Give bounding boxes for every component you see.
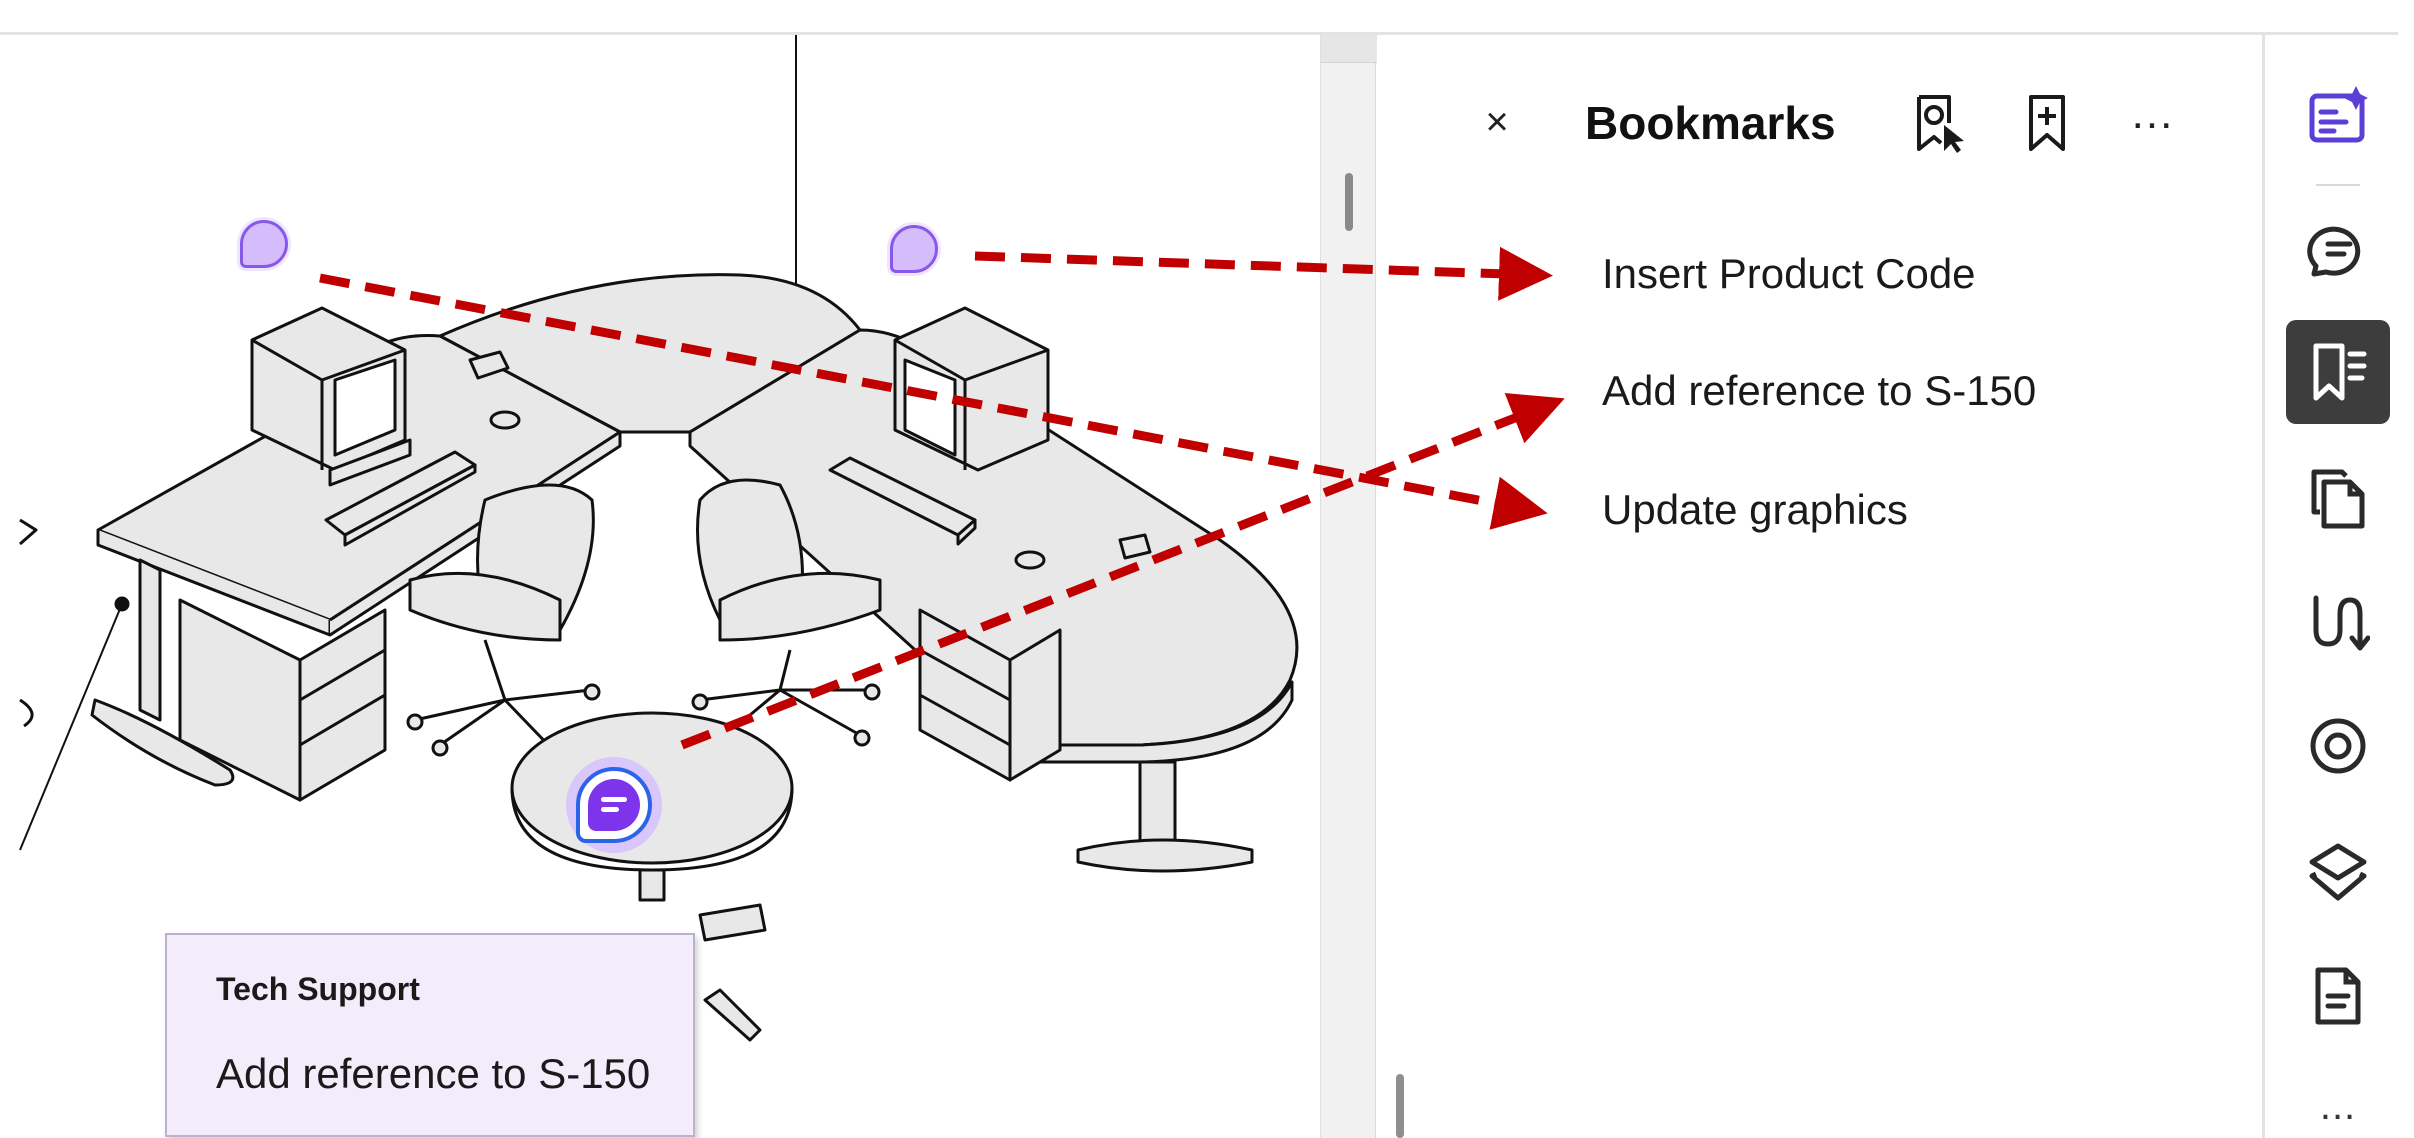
panel-scrollbar-thumb[interactable] — [1396, 1074, 1404, 1138]
tool-rail — [2265, 35, 2398, 1138]
layers-icon — [2309, 843, 2367, 901]
document-scrollbar[interactable] — [1320, 35, 1377, 1138]
add-bookmark-button[interactable] — [2012, 88, 2082, 158]
rail-comments-button[interactable] — [2286, 196, 2390, 300]
top-divider — [0, 32, 2398, 35]
ai-assistant-icon — [2309, 86, 2368, 143]
panel-more-options-button[interactable]: ... — [2131, 89, 2175, 138]
bookmarks-panel — [1377, 35, 2262, 1138]
comment-pin[interactable] — [240, 220, 288, 268]
rail-divider — [2262, 35, 2265, 1138]
rail-separator — [2316, 184, 2360, 186]
bookmark-add-icon — [2029, 95, 2065, 151]
bookmark-cursor-icon — [1917, 95, 1964, 153]
rail-bookmarks-button[interactable] — [2286, 320, 2390, 424]
comment-icon — [588, 779, 640, 831]
comment-pin[interactable] — [890, 225, 938, 273]
close-panel-button[interactable]: × — [1485, 99, 1509, 144]
panel-title: Bookmarks — [1585, 97, 1836, 149]
comment-popup[interactable]: Tech Support Add reference to S-150 — [165, 933, 695, 1137]
comment-selection-ring — [576, 767, 652, 843]
document-icon — [2315, 967, 2361, 1025]
rail-layers-button[interactable] — [2286, 820, 2390, 924]
comments-icon — [2307, 226, 2361, 277]
bookmark-item[interactable]: Insert Product Code — [1602, 250, 1976, 297]
scrollbar-corner — [1321, 35, 1377, 63]
rail-document-button[interactable] — [2286, 944, 2390, 1048]
pages-icon — [2311, 469, 2365, 529]
document-canvas[interactable]: Tech Support Add reference to S-150 — [0, 35, 1320, 1138]
stamp-icon — [2310, 718, 2366, 774]
rail-pages-button[interactable] — [2286, 446, 2390, 550]
comment-pin-selected[interactable] — [566, 757, 662, 853]
rail-ai-assistant-button[interactable] — [2286, 64, 2390, 168]
bookmark-item[interactable]: Add reference to S-150 — [1602, 367, 2037, 414]
bookmarks-icon — [2313, 343, 2367, 401]
rail-compare-button[interactable] — [2286, 570, 2390, 674]
comment-author: Tech Support — [216, 971, 420, 1007]
compare-icon — [2313, 595, 2370, 651]
rail-stamp-button[interactable] — [2286, 694, 2390, 798]
comment-text: Add reference to S-150 — [216, 1050, 651, 1097]
document-scrollbar-thumb[interactable] — [1345, 173, 1353, 231]
bookmark-item[interactable]: Update graphics — [1602, 486, 1908, 533]
bookmark-from-selection-button[interactable] — [1904, 88, 1974, 158]
rail-more-tools-button[interactable]: ... — [2319, 1084, 2357, 1128]
